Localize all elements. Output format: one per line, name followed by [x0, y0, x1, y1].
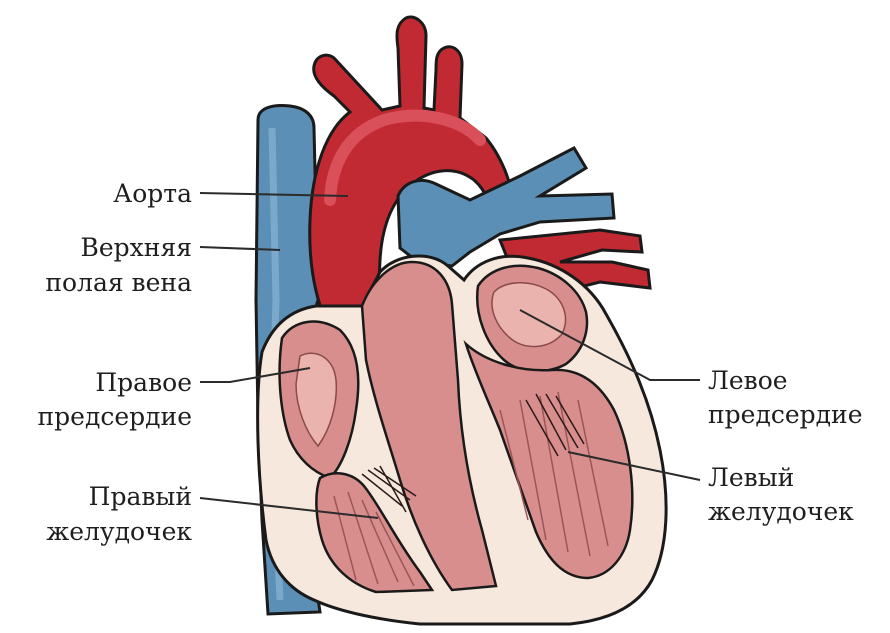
label-right-ventricle-line1: Правый [89, 482, 192, 511]
label-right-ventricle-line2: желудочек [46, 517, 192, 546]
label-left-ventricle-line2: желудочек [708, 497, 854, 526]
label-svc-line1: Верхняя [81, 233, 192, 262]
label-left-ventricle-line1: Левый [708, 463, 794, 492]
label-right-atrium-line2: предсердие [37, 402, 192, 431]
label-left-atrium-line2: предсердие [708, 400, 863, 429]
label-aorta: Аорта [113, 179, 192, 208]
label-right-atrium-line1: Правое [95, 368, 192, 397]
label-left-atrium-line1: Левое [708, 366, 788, 395]
label-svc-line2: полая вена [45, 268, 192, 297]
